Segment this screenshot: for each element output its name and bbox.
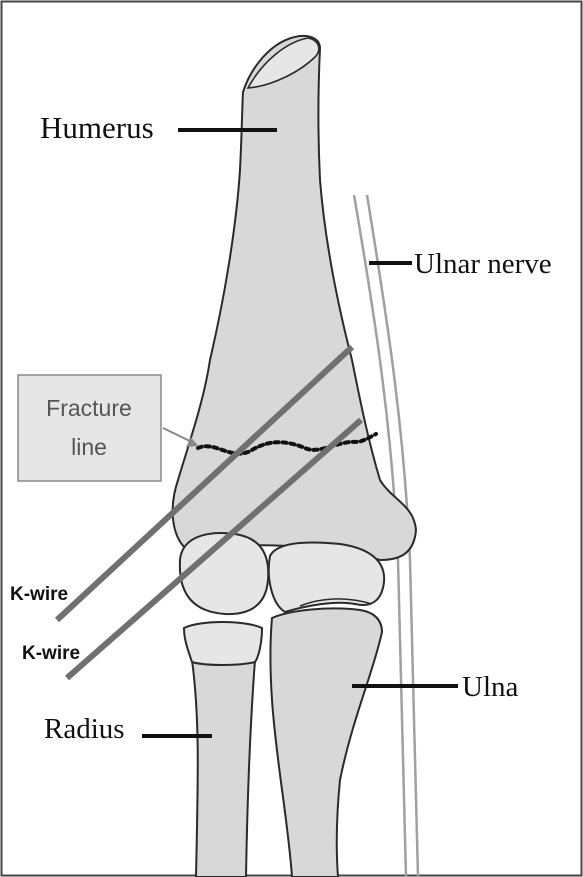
radius-label: Radius — [44, 713, 125, 745]
radial-head — [184, 622, 262, 665]
ulnar-nerve-label: Ulnar nerve — [414, 248, 552, 280]
ulna-bone — [271, 608, 383, 877]
k-wire-upper-label: K-wire — [10, 584, 68, 605]
k-wire-lower-label: K-wire — [22, 643, 80, 664]
capitulum — [180, 533, 268, 614]
humerus-label: Humerus — [40, 110, 154, 145]
radius-bone — [192, 660, 255, 877]
trochlea — [269, 543, 384, 613]
fracture-label-line1: Fracture — [46, 395, 132, 421]
fracture-line-box — [18, 375, 161, 481]
ulna-label: Ulna — [462, 671, 519, 703]
fracture-label-line2: line — [71, 434, 107, 460]
